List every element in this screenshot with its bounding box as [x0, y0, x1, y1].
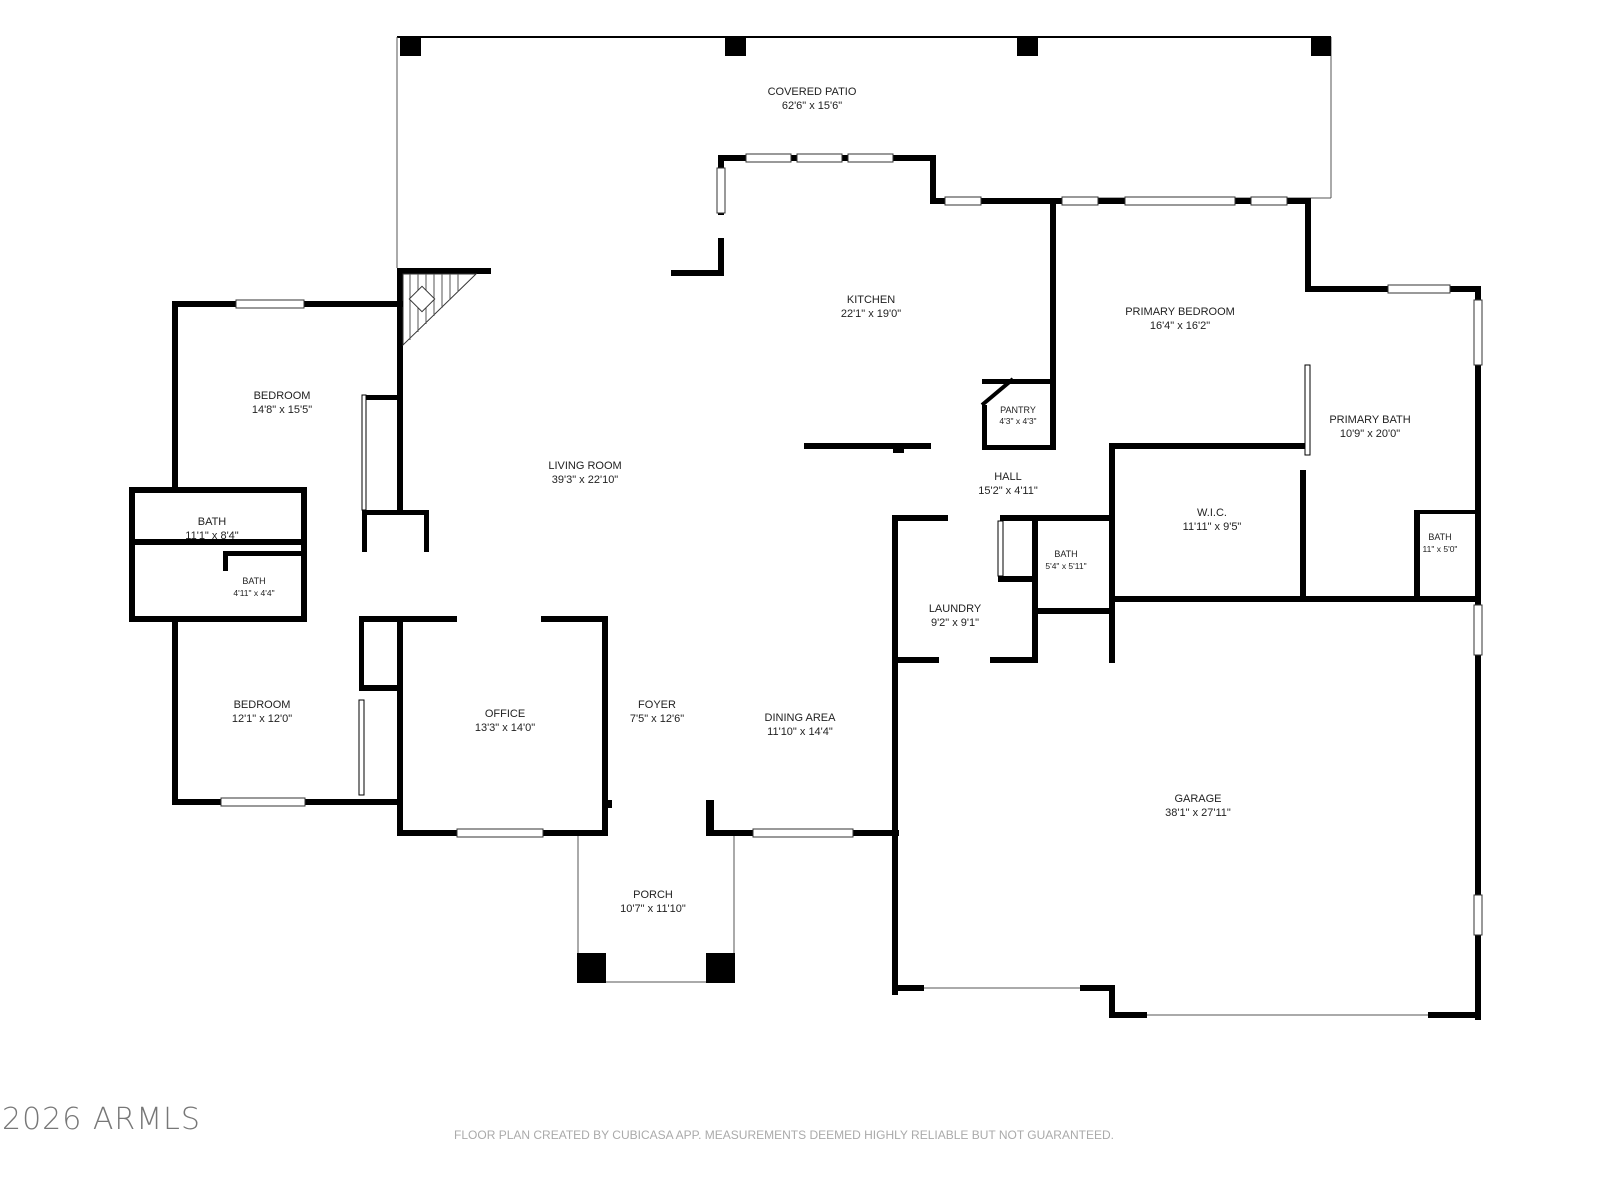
svg-text:PRIMARY BEDROOM: PRIMARY BEDROOM [1125, 306, 1235, 318]
svg-text:10'9" x 20'0": 10'9" x 20'0" [1340, 428, 1400, 440]
room-label-primary-bedroom: PRIMARY BEDROOM 16'4" x 16'2" [1125, 306, 1235, 332]
room-label-dining-area: DINING AREA 11'10" x 14'4" [765, 712, 837, 738]
svg-text:BEDROOM: BEDROOM [234, 699, 291, 711]
svg-text:7'5" x 12'6": 7'5" x 12'6" [630, 713, 684, 725]
room-label-garage: GARAGE 38'1" x 27'11" [1165, 793, 1231, 819]
room-label-bedroom-upper: BEDROOM 14'8" x 15'5" [252, 390, 312, 416]
room-label-bath-left: BATH 11'1" x 8'4" [185, 516, 238, 542]
patio-column [400, 36, 421, 56]
svg-text:10'7" x 11'10": 10'7" x 11'10" [620, 903, 686, 915]
svg-text:OFFICE: OFFICE [485, 708, 525, 720]
svg-text:BATH: BATH [198, 516, 227, 528]
patio-column [725, 36, 746, 56]
svg-text:4'3" x 4'3": 4'3" x 4'3" [999, 416, 1036, 426]
walls [129, 155, 1481, 1020]
svg-text:5'4" x 5'11": 5'4" x 5'11" [1045, 561, 1086, 571]
svg-text:BEDROOM: BEDROOM [254, 390, 311, 402]
svg-text:HALL: HALL [994, 471, 1022, 483]
floor-plan-credit: FLOOR PLAN CREATED BY CUBICASA APP. MEAS… [454, 1128, 1114, 1142]
svg-text:LAUNDRY: LAUNDRY [929, 603, 982, 615]
patio-column [1311, 36, 1331, 56]
svg-text:39'3" x 22'10": 39'3" x 22'10" [552, 474, 619, 486]
svg-text:13'3" x 14'0": 13'3" x 14'0" [475, 722, 535, 734]
svg-text:16'4" x 16'2": 16'4" x 16'2" [1150, 320, 1210, 332]
porch-column [706, 953, 735, 983]
room-label-porch: PORCH 10'7" x 11'10" [620, 889, 686, 915]
watermark: 2026 ARMLS [2, 1102, 201, 1137]
svg-text:4'11" x 4'4": 4'11" x 4'4" [233, 588, 274, 598]
room-label-pantry: PANTRY 4'3" x 4'3" [999, 405, 1036, 426]
room-label-covered-patio: COVERED PATIO 62'6" x 15'6" [768, 86, 857, 112]
svg-text:DINING AREA: DINING AREA [765, 712, 837, 724]
svg-text:PORCH: PORCH [633, 889, 673, 901]
svg-text:BATH: BATH [242, 576, 265, 586]
svg-text:38'1" x 27'11": 38'1" x 27'11" [1165, 807, 1231, 819]
room-label-foyer: FOYER 7'5" x 12'6" [630, 699, 684, 725]
svg-text:11'10" x 14'4": 11'10" x 14'4" [767, 726, 833, 738]
covered-patio-outline [396, 36, 1332, 268]
room-label-bath-small-left: BATH 4'11" x 4'4" [233, 576, 274, 598]
room-label-wic: W.I.C. 11'11" x 9'5" [1183, 507, 1242, 533]
svg-text:11'11" x 9'5": 11'11" x 9'5" [1183, 521, 1242, 533]
svg-text:BATH: BATH [1054, 549, 1077, 559]
svg-text:FOYER: FOYER [638, 699, 676, 711]
room-label-bedroom-lower: BEDROOM 12'1" x 12'0" [232, 699, 292, 725]
svg-text:LIVING ROOM: LIVING ROOM [548, 460, 621, 472]
room-label-kitchen: KITCHEN 22'1" x 19'0" [841, 294, 901, 320]
room-label-bath-hall: BATH 5'4" x 5'11" [1045, 549, 1086, 571]
svg-text:62'6" x 15'6": 62'6" x 15'6" [782, 100, 842, 112]
svg-text:W.I.C.: W.I.C. [1197, 507, 1227, 519]
svg-text:11'1" x 8'4": 11'1" x 8'4" [185, 530, 238, 542]
svg-text:BATH: BATH [1428, 532, 1451, 542]
svg-text:14'8" x 15'5": 14'8" x 15'5" [252, 404, 312, 416]
patio-column [1017, 36, 1038, 56]
room-label-office: OFFICE 13'3" x 14'0" [475, 708, 535, 734]
svg-text:PRIMARY BATH: PRIMARY BATH [1329, 414, 1410, 426]
svg-text:KITCHEN: KITCHEN [847, 294, 895, 306]
room-label-laundry: LAUNDRY 9'2" x 9'1" [929, 603, 982, 629]
svg-text:11" x 5'0": 11" x 5'0" [1423, 544, 1458, 554]
porch-column [577, 953, 606, 983]
windows [220, 153, 1483, 936]
svg-text:15'2" x 4'11": 15'2" x 4'11" [978, 485, 1038, 497]
svg-text:GARAGE: GARAGE [1174, 793, 1221, 805]
room-label-primary-bath: PRIMARY BATH 10'9" x 20'0" [1329, 414, 1410, 440]
svg-text:PANTRY: PANTRY [1000, 405, 1036, 415]
room-label-bath-primary-small: BATH 11" x 5'0" [1423, 532, 1458, 554]
svg-text:COVERED PATIO: COVERED PATIO [768, 86, 857, 98]
room-label-hall: HALL 15'2" x 4'11" [978, 471, 1038, 497]
room-label-living-room: LIVING ROOM 39'3" x 22'10" [548, 460, 621, 486]
svg-text:22'1" x 19'0": 22'1" x 19'0" [841, 308, 901, 320]
svg-text:9'2" x 9'1": 9'2" x 9'1" [931, 617, 979, 629]
svg-text:12'1" x 12'0": 12'1" x 12'0" [232, 713, 292, 725]
